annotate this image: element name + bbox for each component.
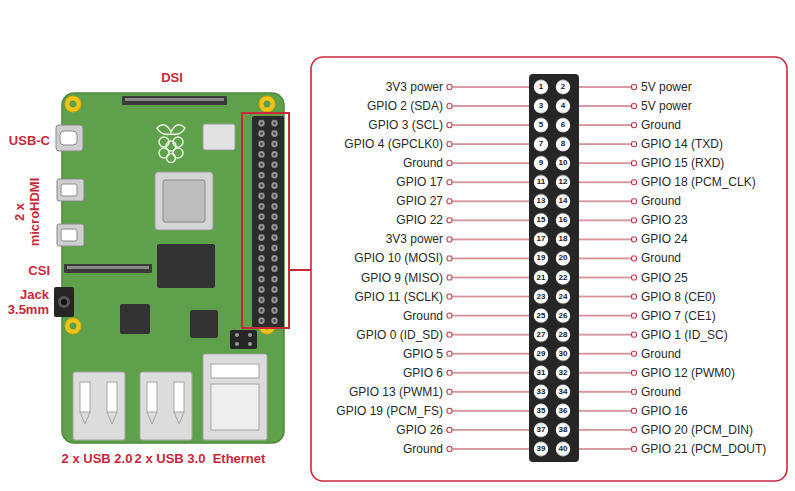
pin-name: Ground: [641, 347, 681, 361]
pin-number: 12: [556, 177, 570, 187]
pin-number: 24: [556, 292, 570, 302]
pin-number: 18: [556, 234, 570, 244]
pin-number: 40: [556, 444, 570, 454]
pin-number: 1: [534, 82, 548, 92]
pin-number: 29: [534, 349, 548, 359]
pin-name: GPIO 11 (SCLK): [313, 290, 443, 304]
pin-number: 35: [534, 406, 548, 416]
pin-name: 5V power: [641, 99, 692, 113]
pin-name: Ground: [313, 309, 443, 323]
pin-name: 3V3 power: [313, 80, 443, 94]
pin-name: Ground: [313, 156, 443, 170]
pin-number: 4: [556, 101, 570, 111]
pin-name: GPIO 23: [641, 213, 688, 227]
pin-number: 31: [534, 368, 548, 378]
pin-name: Ground: [641, 194, 681, 208]
pin-number: 7: [534, 139, 548, 149]
pin-number: 13: [534, 196, 548, 206]
pin-number: 19: [534, 253, 548, 263]
pin-number: 32: [556, 368, 570, 378]
pin-name: GPIO 9 (MISO): [313, 271, 443, 285]
connector-label: DSI: [137, 70, 207, 85]
pin-name: GPIO 10 (MOSI): [313, 251, 443, 265]
pin-number: 23: [534, 292, 548, 302]
pin-number: 39: [534, 444, 548, 454]
pin-name: GPIO 12 (PWM0): [641, 366, 735, 380]
pin-name: GPIO 14 (TXD): [641, 137, 723, 151]
pin-name: GPIO 17: [313, 175, 443, 189]
pin-number: 26: [556, 311, 570, 321]
pin-number: 2: [556, 82, 570, 92]
pin-name: GPIO 21 (PCM_DOUT): [641, 442, 766, 456]
pin-number: 14: [556, 196, 570, 206]
pin-number: 34: [556, 387, 570, 397]
pin-name: GPIO 22: [313, 213, 443, 227]
pin-number: 5: [534, 120, 548, 130]
pin-number: 10: [556, 158, 570, 168]
pin-name: Ground: [313, 442, 443, 456]
pin-number: 9: [534, 158, 548, 168]
port-label: USB-C: [0, 133, 50, 148]
pin-name: GPIO 1 (ID_SC): [641, 328, 728, 342]
pin-name: Ground: [641, 251, 681, 265]
pin-name: 5V power: [641, 80, 692, 94]
pin-name: GPIO 13 (PWM1): [313, 385, 443, 399]
pin-name: GPIO 7 (CE1): [641, 309, 716, 323]
pin-number: 3: [534, 101, 548, 111]
pin-number: 8: [556, 139, 570, 149]
pin-number: 22: [556, 273, 570, 283]
pin-name: GPIO 6: [313, 366, 443, 380]
pin-number: 11: [534, 177, 548, 187]
pin-name: GPIO 16: [641, 404, 688, 418]
pin-number: 36: [556, 406, 570, 416]
port-label: Jack 3.5mm: [4, 287, 49, 317]
pin-number: 15: [534, 215, 548, 225]
pin-number: 38: [556, 425, 570, 435]
pin-name: GPIO 15 (RXD): [641, 156, 724, 170]
port-label: 2 x USB 3.0: [130, 451, 210, 466]
pin-number: 25: [534, 311, 548, 321]
pin-name: GPIO 8 (CE0): [641, 290, 716, 304]
connector-label: CSI: [0, 263, 50, 278]
port-label: 2 x USB 2.0: [57, 451, 137, 466]
pin-name: GPIO 4 (GPCLK0): [313, 137, 443, 151]
pin-number: 37: [534, 425, 548, 435]
pin-name: 3V3 power: [313, 232, 443, 246]
pin-number: 16: [556, 215, 570, 225]
pin-name: Ground: [641, 118, 681, 132]
pin-number: 30: [556, 349, 570, 359]
pin-name: GPIO 0 (ID_SD): [313, 328, 443, 342]
pin-number: 28: [556, 330, 570, 340]
pin-number: 33: [534, 387, 548, 397]
pin-number: 20: [556, 253, 570, 263]
pin-name: GPIO 19 (PCM_FS): [313, 404, 443, 418]
pin-name: GPIO 20 (PCM_DIN): [641, 423, 753, 437]
pin-number: 6: [556, 120, 570, 130]
pin-name: GPIO 26: [313, 423, 443, 437]
pin-name: GPIO 18 (PCM_CLK): [641, 175, 756, 189]
pin-name: Ground: [641, 385, 681, 399]
pin-number: 27: [534, 330, 548, 340]
pin-name: GPIO 2 (SDA): [313, 99, 443, 113]
pin-name: GPIO 27: [313, 194, 443, 208]
pin-name: GPIO 25: [641, 271, 688, 285]
pin-number: 21: [534, 273, 548, 283]
pin-name: GPIO 24: [641, 232, 688, 246]
port-label: Ethernet: [204, 451, 274, 466]
port-label: 2 x microHDMI: [12, 172, 42, 252]
pin-name: GPIO 3 (SCL): [313, 118, 443, 132]
pin-name: GPIO 5: [313, 347, 443, 361]
pin-number: 17: [534, 234, 548, 244]
